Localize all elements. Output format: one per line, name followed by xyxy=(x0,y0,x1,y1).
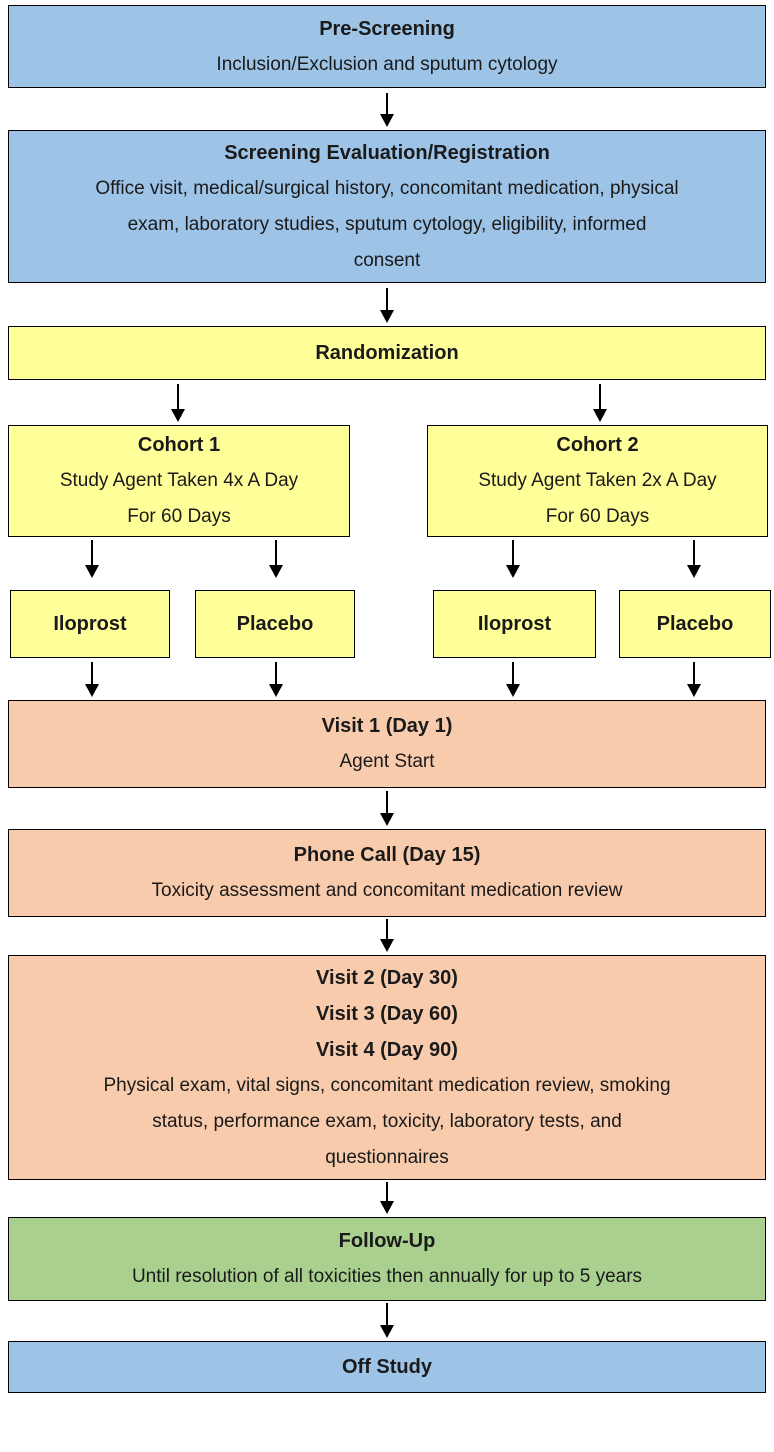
box-line: questionnaires xyxy=(325,1146,449,1168)
box-line: Study Agent Taken 4x A Day xyxy=(59,470,299,491)
arrow-down-icon xyxy=(380,1182,394,1214)
arrow-down-icon xyxy=(85,540,99,578)
box-title: Iloprost xyxy=(53,613,127,635)
cohort2-iloprost-box: Iloprost xyxy=(433,590,596,658)
box-line: Toxicity assessment and concomitant medi… xyxy=(151,880,623,901)
box-title: Randomization xyxy=(315,342,459,364)
box-line: Inclusion/Exclusion and sputum cytology xyxy=(216,53,558,75)
cohort1-box: Cohort 1 Study Agent Taken 4x A Day For … xyxy=(8,425,350,537)
arrow-down-icon xyxy=(380,1303,394,1338)
visits-2-3-4-box: Visit 2 (Day 30) Visit 3 (Day 60) Visit … xyxy=(8,955,766,1180)
box-line: Agent Start xyxy=(339,751,435,772)
box-title: Visit 2 (Day 30) xyxy=(316,966,458,989)
box-title: Off Study xyxy=(342,1356,432,1378)
cohort1-iloprost-box: Iloprost xyxy=(10,590,170,658)
box-title: Placebo xyxy=(236,613,314,635)
box-line: For 60 Days xyxy=(127,506,231,527)
cohort2-box: Cohort 2 Study Agent Taken 2x A Day For … xyxy=(427,425,768,537)
box-line: Physical exam, vital signs, concomitant … xyxy=(103,1074,671,1096)
box-title: Iloprost xyxy=(477,613,552,635)
arrow-down-icon xyxy=(380,93,394,127)
box-title: Visit 1 (Day 1) xyxy=(321,715,453,737)
arrow-down-icon xyxy=(85,662,99,697)
arrow-down-icon xyxy=(506,540,520,578)
cohort2-placebo-box: Placebo xyxy=(619,590,771,658)
arrow-down-icon xyxy=(593,384,607,422)
arrow-down-icon xyxy=(380,919,394,952)
arrow-down-icon xyxy=(171,384,185,422)
box-title: Follow-Up xyxy=(338,1230,436,1252)
box-title: Pre-Screening xyxy=(319,17,455,40)
box-line: exam, laboratory studies, sputum cytolog… xyxy=(127,213,647,235)
phone-call-box: Phone Call (Day 15) Toxicity assessment … xyxy=(8,829,766,917)
box-line: For 60 Days xyxy=(545,506,650,527)
box-title: Placebo xyxy=(656,613,734,635)
randomization-box: Randomization xyxy=(8,326,766,380)
arrow-down-icon xyxy=(687,540,701,578)
box-line: Until resolution of all toxicities then … xyxy=(131,1266,643,1287)
arrow-down-icon xyxy=(380,791,394,826)
box-line: Study Agent Taken 2x A Day xyxy=(478,470,717,491)
arrow-down-icon xyxy=(269,662,283,697)
screening-evaluation-box: Screening Evaluation/Registration Office… xyxy=(8,130,766,283)
box-title: Visit 3 (Day 60) xyxy=(316,1002,458,1025)
box-title: Cohort 1 xyxy=(137,434,221,456)
arrow-down-icon xyxy=(380,288,394,323)
arrow-down-icon xyxy=(506,662,520,697)
box-line: consent xyxy=(353,249,421,271)
arrow-down-icon xyxy=(269,540,283,578)
off-study-box: Off Study xyxy=(8,1341,766,1393)
box-line: status, performance exam, toxicity, labo… xyxy=(152,1110,622,1132)
arrow-down-icon xyxy=(687,662,701,697)
box-line: Office visit, medical/surgical history, … xyxy=(95,177,679,199)
cohort1-placebo-box: Placebo xyxy=(195,590,355,658)
pre-screening-box: Pre-Screening Inclusion/Exclusion and sp… xyxy=(8,5,766,88)
box-title: Phone Call (Day 15) xyxy=(293,844,481,866)
box-title: Cohort 2 xyxy=(556,434,639,456)
follow-up-box: Follow-Up Until resolution of all toxici… xyxy=(8,1217,766,1301)
box-title: Visit 4 (Day 90) xyxy=(316,1038,458,1061)
visit1-box: Visit 1 (Day 1) Agent Start xyxy=(8,700,766,788)
box-title: Screening Evaluation/Registration xyxy=(224,141,550,164)
